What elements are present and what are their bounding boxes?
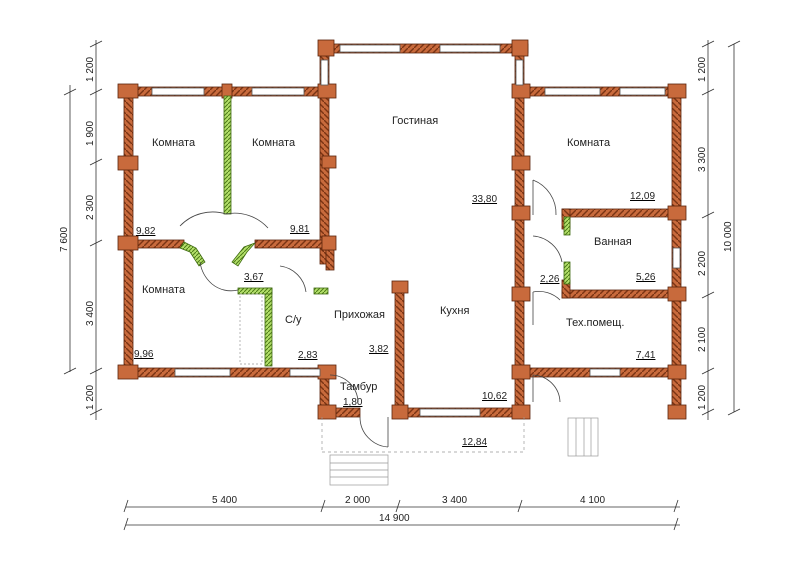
area-komnata-4: 12,09 <box>630 191 655 202</box>
dim-right-4: 2 100 <box>697 327 708 352</box>
dim-right-5: 1 200 <box>697 385 708 410</box>
room-label-kuhnya: Кухня <box>440 305 469 317</box>
dim-left-1: 1 200 <box>85 57 96 82</box>
room-label-gostinaya: Гостиная <box>392 115 438 127</box>
room-label-komnata-4: Комната <box>567 137 611 149</box>
dim-left-4: 3 400 <box>85 301 96 326</box>
room-label-komnata-2: Комната <box>252 137 296 149</box>
room-label-vannaya: Ванная <box>594 236 632 248</box>
dim-right-total: 10 000 <box>723 221 734 252</box>
windows <box>151 44 681 417</box>
room-label-komnata-3: Комната <box>142 284 186 296</box>
room-label-tambur: Тамбур <box>340 381 377 393</box>
area-tambur: 1,80 <box>343 397 363 408</box>
dim-bottom-3: 3 400 <box>442 495 467 506</box>
partitions <box>179 95 571 367</box>
dim-left-5: 1 200 <box>85 385 96 410</box>
room-label-prihozhaya: Прихожая <box>334 309 385 321</box>
area-komnata-2: 9,81 <box>290 224 310 235</box>
dim-bottom-2: 2 000 <box>345 495 370 506</box>
area-vannaya: 5,26 <box>636 272 656 283</box>
dimension-lines <box>63 40 741 531</box>
bottom-dimension-labels: 5 400 2 000 3 400 4 100 14 900 <box>212 495 605 524</box>
room-labels: Комната Комната Комната Комната Гостиная… <box>142 115 632 393</box>
room-label-komnata-1: Комната <box>152 137 196 149</box>
room-label-su: С/у <box>285 314 302 326</box>
dim-bottom-4: 4 100 <box>580 495 605 506</box>
area-kuhnya: 10,62 <box>482 391 507 402</box>
dim-total-width: 14 900 <box>379 513 410 524</box>
area-terrace: 12,84 <box>462 437 487 448</box>
doors <box>179 179 563 448</box>
area-su: 2,83 <box>298 350 318 361</box>
area-komnata-3: 9,96 <box>134 349 154 360</box>
room-label-tehpom: Тех.помещ. <box>566 317 624 329</box>
dim-bottom-1: 5 400 <box>212 495 237 506</box>
dim-right-1: 1 200 <box>697 57 708 82</box>
right-dimension-labels: 1 200 3 300 2 200 2 100 1 200 10 000 <box>697 57 734 410</box>
entrance-steps <box>239 293 599 486</box>
dim-left-3: 2 300 <box>85 195 96 220</box>
area-gostinaya: 33,80 <box>472 194 497 205</box>
left-dimension-labels: 1 200 1 900 2 300 3 400 1 200 7 600 <box>59 57 96 410</box>
area-hall-2: 2,26 <box>540 274 560 285</box>
exterior-walls <box>123 43 682 418</box>
dim-right-3: 2 200 <box>697 251 708 276</box>
dim-right-2: 3 300 <box>697 147 708 172</box>
area-labels: 9,82 9,81 9,96 12,09 3,67 2,83 3,82 33,8… <box>134 191 656 448</box>
area-hall: 3,67 <box>244 272 264 283</box>
dim-left-2: 1 900 <box>85 121 96 146</box>
area-tehpom: 7,41 <box>636 350 656 361</box>
area-komnata-1: 9,82 <box>136 226 156 237</box>
dim-left-total: 7 600 <box>59 227 70 252</box>
area-prihozhaya: 3,82 <box>369 344 389 355</box>
log-ends <box>117 39 687 420</box>
